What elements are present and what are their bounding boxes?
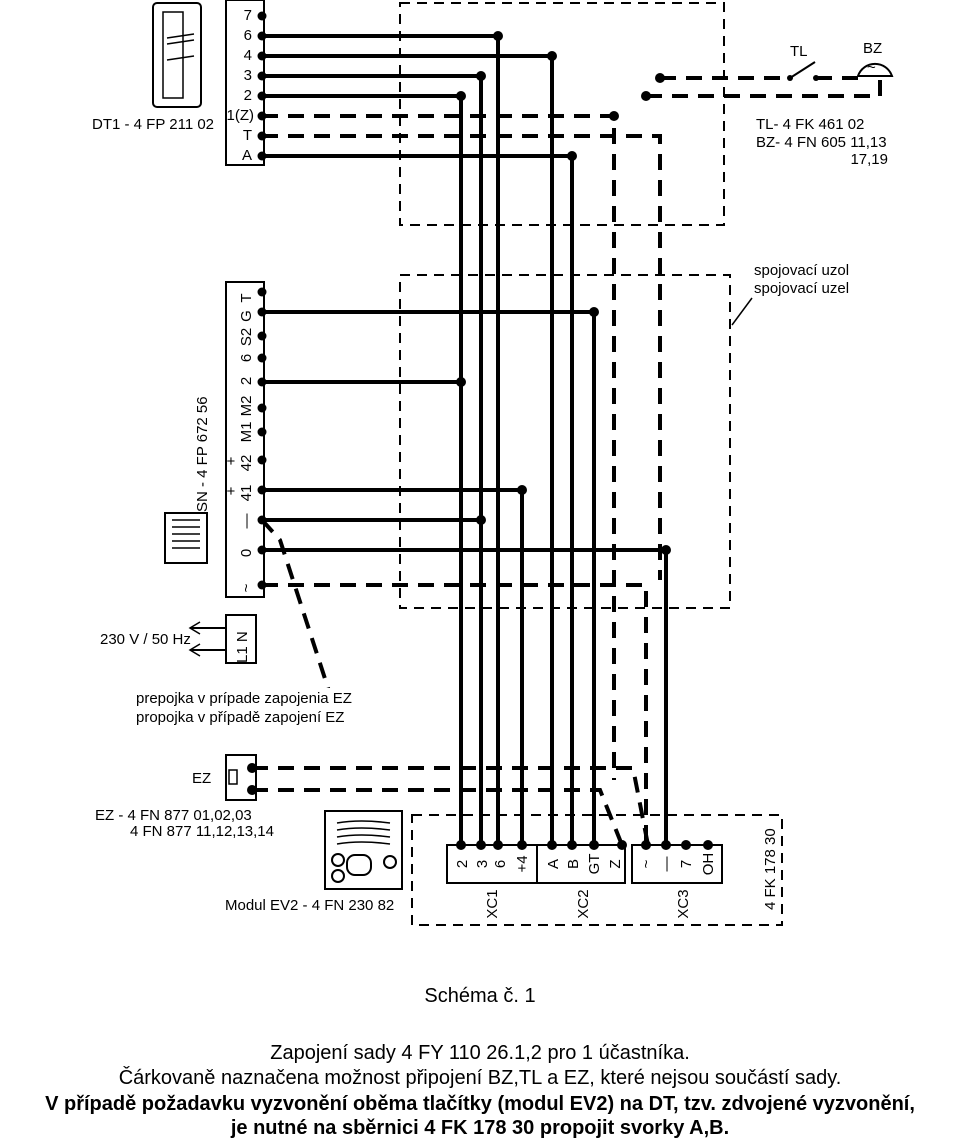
mains-label: 230 V / 50 Hz: [100, 631, 191, 648]
node-label-sk: spojovací uzol: [754, 262, 849, 279]
ez-code-line1: EZ - 4 FN 877 01,02,03: [95, 807, 252, 824]
sn-terminal-t: T: [238, 293, 255, 302]
sn-device-icon: [164, 512, 208, 564]
dt1-terminal-7: 7: [244, 7, 252, 24]
xc2-terminal-z: Z: [607, 859, 624, 868]
xc1-terminal-6: 6: [492, 860, 509, 868]
dt1-wires: [262, 34, 574, 845]
sn-terminal-labels: T G S2 6 2 M2 M1 42 41 — 0 ~ + +: [223, 293, 255, 592]
caption-line-2: Čárkovaně naznačena možnost připojení BZ…: [118, 1067, 842, 1089]
bus-side-label: 4 FK 178 30: [762, 828, 779, 910]
dt1-terminal-t: T: [243, 127, 252, 144]
dt1-handset-icon: [152, 2, 202, 108]
bz-buzzer-icon: ~: [856, 59, 894, 77]
dt1-terminal-1z: 1(Z): [227, 107, 255, 124]
bridge-note-cz: propojka v případě zapojení EZ: [136, 709, 344, 726]
sn-terminal-ac: ~: [238, 583, 255, 592]
bz-code-label-cont: 17,19: [850, 151, 888, 168]
ez-tag: EZ: [192, 770, 211, 787]
sn-terminal-41: 41: [238, 485, 255, 502]
xc2-terminal-gt: GT: [586, 854, 603, 875]
ez-code-line2: 4 FN 877 11,12,13,14: [130, 823, 274, 840]
xc1-terminal-4: +4: [514, 855, 531, 872]
bz-label: BZ: [863, 40, 882, 57]
ev2-module-icon: [324, 810, 403, 890]
sn-plus-42: +: [223, 456, 240, 465]
mains-terminals: L1 N: [234, 631, 251, 663]
sn-wires: [262, 310, 668, 845]
tl-code-label: TL- 4 FK 461 02: [756, 116, 864, 133]
tl-label: TL: [790, 43, 808, 60]
xc2-block: [536, 844, 626, 884]
dt1-terminal-a: A: [242, 147, 252, 164]
sn-terminal-42: 42: [238, 455, 255, 472]
sn-terminal-minus: —: [238, 514, 255, 529]
bridge-note-sk: prepojka v prípade zapojenia EZ: [136, 690, 352, 707]
xc1-label: XC1: [484, 889, 501, 918]
xc3-terminal-7: 7: [678, 860, 695, 868]
dt1-terminal-strip: [225, 0, 265, 166]
xc3-terminal-ac: ~: [638, 859, 655, 868]
bus-terminal-labels: 2 3 6 +4 A B GT Z ~ — 7 OH: [454, 853, 717, 876]
xc2-terminal-a: A: [545, 859, 562, 869]
bus-dashed-frame: [411, 814, 783, 926]
junction-dots: [247, 11, 713, 850]
caption-line-1: Zapojení sady 4 FY 110 26.1,2 pro 1 účas…: [270, 1042, 690, 1064]
sn-label: SN - 4 FP 672 56: [194, 396, 211, 512]
xc3-block: [631, 844, 723, 884]
wiring-diagram: DT1 - 4 FP 211 02 7 6 4 3 2 1(Z) T A: [92, 0, 894, 926]
bz-code-label: BZ- 4 FN 605 11,13: [756, 134, 887, 151]
xc2-terminal-b: B: [565, 859, 582, 869]
tl-bz-dashed-frame: [399, 2, 725, 226]
node-label-cz: spojovací uzel: [754, 280, 849, 297]
tl-switch-icon: [787, 61, 819, 81]
node-leader-line: [731, 297, 753, 326]
ez-dashed-wires: [252, 766, 650, 846]
caption-line-3: V případě požadavku vyzvonění oběma tlač…: [45, 1093, 915, 1115]
sn-terminal-m2: M2: [238, 396, 255, 417]
dt1-label: DT1 - 4 FP 211 02: [92, 116, 214, 133]
dt1-terminal-4: 4: [244, 47, 252, 64]
tl-bz-dashed-wires: [646, 76, 882, 98]
caption-line-4: je nutné na sběrnici 4 FK 178 30 propoji…: [230, 1117, 730, 1139]
sn-terminal-g: G: [238, 310, 255, 322]
sn-plus-41: +: [223, 486, 240, 495]
ez-speaker-icon: [225, 754, 257, 801]
dt1-terminal-3: 3: [244, 67, 252, 84]
sn-terminal-6: 6: [238, 354, 255, 362]
xc3-label: XC3: [675, 889, 692, 918]
xc3-terminal-oh: OH: [700, 853, 717, 876]
xc3-terminal-minus: —: [658, 857, 675, 872]
bz-symbol: ~: [867, 59, 876, 76]
sn-terminal-strip: [225, 281, 265, 598]
xc1-terminal-2: 2: [454, 860, 471, 868]
xc1-terminal-3: 3: [474, 860, 491, 868]
schema-title: Schéma č. 1: [424, 985, 536, 1007]
sn-terminal-0: 0: [238, 549, 255, 557]
dt1-terminal-labels: 7 6 4 3 2 1(Z) T A: [227, 7, 255, 164]
mains-input-arrows: [188, 621, 226, 657]
sn-optional-wires: [260, 518, 648, 845]
dt1-terminal-6: 6: [244, 27, 252, 44]
sn-terminal-s2: S2: [238, 328, 255, 346]
bridge-note-bg: [132, 688, 358, 728]
sn-terminal-m1: M1: [238, 422, 255, 443]
mains-terminal-box: [225, 614, 257, 664]
ev2-module-label: Modul EV2 - 4 FN 230 82: [225, 897, 394, 914]
sn-terminal-2: 2: [238, 377, 255, 385]
connection-node-frame: [399, 274, 731, 609]
xc2-label: XC2: [575, 889, 592, 918]
dt1-terminal-2: 2: [244, 87, 252, 104]
